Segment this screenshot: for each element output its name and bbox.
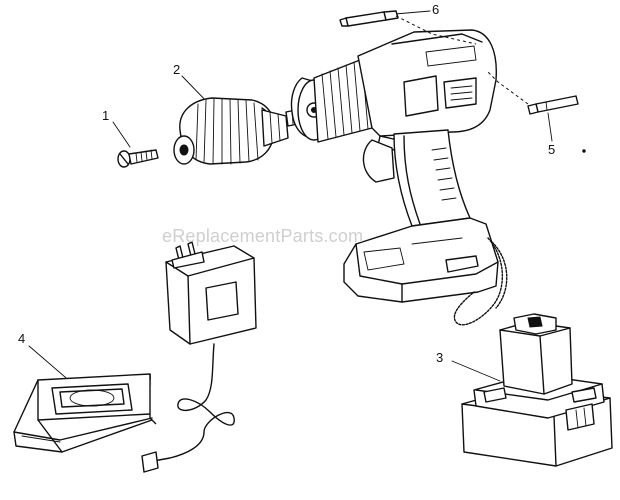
drill-body [285, 29, 499, 303]
wrist-strap [453, 237, 508, 326]
watermark-text: eReplacementParts.com [162, 226, 364, 246]
callout-1: 1 [102, 108, 110, 123]
bit-part-6 [339, 10, 477, 45]
battery-part-3 [461, 313, 613, 467]
bit-part-5 [487, 71, 586, 153]
charger-part-4 [13, 373, 157, 453]
wall-adapter [141, 241, 257, 473]
callout-5: 5 [548, 142, 556, 157]
callout-6: 6 [432, 2, 440, 17]
screw-part-1 [117, 149, 159, 168]
callout-4: 4 [18, 331, 26, 346]
callout-3: 3 [436, 350, 444, 365]
callout-2: 2 [173, 62, 181, 77]
chuck-part-2 [173, 97, 289, 165]
